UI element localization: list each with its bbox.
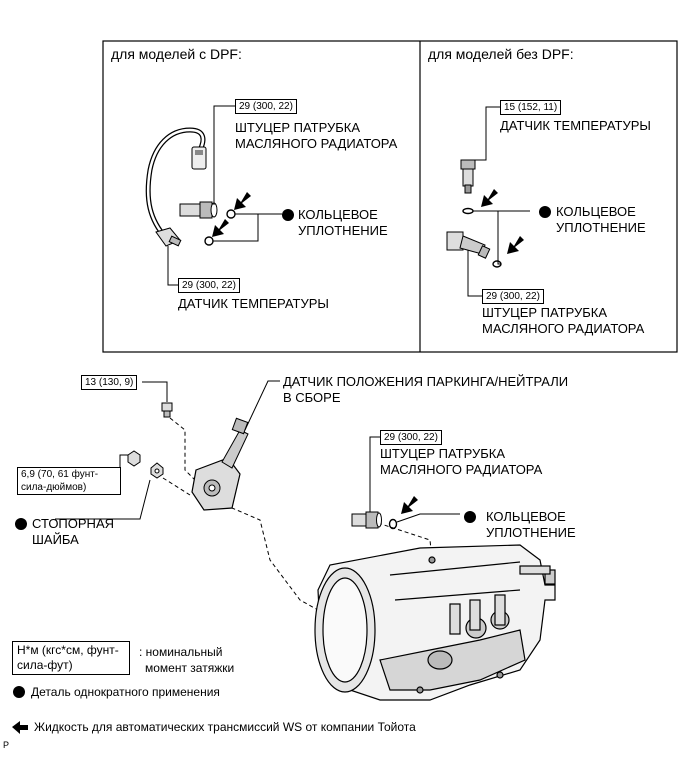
oring-label-left-1: КОЛЬЦЕВОЕ <box>298 207 378 222</box>
fitting-label-left-2: МАСЛЯНОГО РАДИАТОРА <box>235 136 398 151</box>
sensor-label-left: ДАТЧИК ТЕМПЕРАТУРЫ <box>178 296 329 311</box>
fluid-arrow-left-1 <box>234 192 251 210</box>
fitting-label-main-2: МАСЛЯНОГО РАДИАТОРА <box>380 462 543 477</box>
park-neutral-switch <box>191 417 249 511</box>
legend-torque-unit-1: Н*м (кгс*см, фунт- <box>17 643 119 657</box>
oring-label-main-2: УПЛОТНЕНИЕ <box>486 525 576 540</box>
oring-label-left-2: УПЛОТНЕНИЕ <box>298 223 388 238</box>
switch-label-1: ДАТЧИК ПОЛОЖЕНИЯ ПАРКИНГА/НЕЙТРАЛИ <box>283 374 569 389</box>
legend-fluid: Жидкость для автоматических трансмиссий … <box>34 720 416 734</box>
oring-label-right-1: КОЛЬЦЕВОЕ <box>556 204 636 219</box>
oring-label-right-2: УПЛОТНЕНИЕ <box>556 220 646 235</box>
lock-washer-label-1: СТОПОРНАЯ <box>32 516 114 531</box>
oring-left-2 <box>204 236 214 246</box>
single-use-bullet-right <box>539 206 551 218</box>
temperature-sensor-right <box>460 159 476 194</box>
heading-without-dpf: для моделей без DPF: <box>428 46 574 62</box>
fitting-label-right-2: МАСЛЯНОГО РАДИАТОРА <box>482 321 645 336</box>
legend-torque-unit-box: Н*м (кгс*см, фунт- сила-фут) <box>12 641 130 675</box>
torque-nut-line-2: сила-дюймов) <box>21 482 87 493</box>
corner-mark: P <box>3 740 10 750</box>
oring-right-1 <box>462 207 474 215</box>
torque-fitting-left: 29 (300, 22) <box>235 99 297 114</box>
torque-nut: 6,9 (70, 61 фунт- сила-дюймов) <box>17 467 121 495</box>
torque-sensor-left: 29 (300, 22) <box>178 278 240 293</box>
bolt <box>161 402 173 418</box>
transmission-assembly <box>314 544 556 701</box>
legend-torque-unit-2: сила-фут) <box>17 658 73 672</box>
legend-single-use: Деталь однократного применения <box>31 685 220 699</box>
fluid-arrow-right-1 <box>481 189 498 207</box>
lock-washer-label-2: ШАЙБА <box>32 532 79 547</box>
oring-left-1 <box>226 209 236 219</box>
temperature-sensor-left <box>155 227 182 247</box>
torque-bolt: 13 (130, 9) <box>81 375 138 390</box>
nut <box>127 450 141 467</box>
oring-main <box>388 518 398 530</box>
fluid-arrow-right-2 <box>507 236 524 254</box>
cooler-fitting-right <box>446 231 491 259</box>
legend-single-use-bullet <box>13 686 25 698</box>
fitting-label-right-1: ШТУЦЕР ПАТРУБКА <box>482 305 608 320</box>
sensor-hose <box>145 127 206 240</box>
legend-torque-desc-1: : номинальный <box>139 645 223 659</box>
sensor-label-right: ДАТЧИК ТЕМПЕРАТУРЫ <box>500 118 651 133</box>
top-frame <box>102 40 678 353</box>
legend-fluid-arrow-icon <box>12 721 28 734</box>
legend-torque-desc-2: момент затяжки <box>145 661 235 675</box>
torque-fitting-main: 29 (300, 22) <box>380 430 442 445</box>
torque-nut-line-1: 6,9 (70, 61 фунт- <box>21 469 99 480</box>
oring-label-main-1: КОЛЬЦЕВОЕ <box>486 509 566 524</box>
single-use-bullet-left <box>282 209 294 221</box>
torque-fitting-right: 29 (300, 22) <box>482 289 544 304</box>
switch-label-2: В СБОРЕ <box>283 390 341 405</box>
torque-sensor-right: 15 (152, 11) <box>500 100 562 115</box>
fitting-label-main-1: ШТУЦЕР ПАТРУБКА <box>380 446 506 461</box>
fluid-arrow-main <box>401 496 418 514</box>
single-use-bullet-main-oring <box>464 511 476 523</box>
cooler-fitting-left <box>179 201 218 219</box>
cooler-fitting-main <box>351 511 382 529</box>
single-use-bullet-washer <box>15 518 27 530</box>
fitting-label-left-1: ШТУЦЕР ПАТРУБКА <box>235 120 361 135</box>
fluid-arrow-left-2 <box>212 219 229 237</box>
heading-with-dpf: для моделей с DPF: <box>111 46 242 62</box>
